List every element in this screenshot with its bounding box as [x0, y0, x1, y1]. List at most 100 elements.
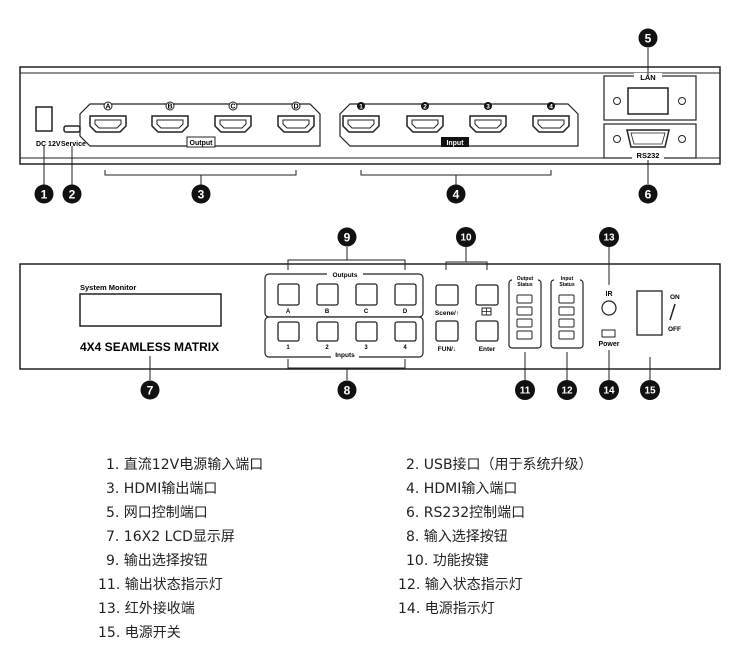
callout-7: 7	[147, 384, 154, 398]
output-button-label-b: B	[325, 309, 330, 315]
input-button-1[interactable]	[277, 321, 300, 342]
ir-receiver	[601, 300, 617, 316]
input-status-led	[558, 330, 575, 340]
output-button-d[interactable]	[394, 283, 417, 306]
output-group-label: Output	[190, 140, 214, 147]
system-monitor-label: System Monitor	[80, 283, 136, 292]
output-status-led	[516, 318, 533, 328]
callout-11: 11	[520, 386, 531, 397]
output-button-label-d: D	[403, 309, 408, 315]
usb-service-port[interactable]	[63, 125, 81, 133]
legend-item-3: 3. HDMI输出端口	[106, 481, 218, 497]
hdmi-input-port-4[interactable]	[532, 115, 570, 133]
input-button-3[interactable]	[355, 321, 378, 342]
callout-3: 3	[198, 188, 205, 202]
output-button-b[interactable]	[316, 283, 339, 306]
output-port-label-c: C	[230, 104, 235, 111]
service-label: Service	[61, 141, 86, 148]
legend-item-5: 5. 网口控制端口	[106, 505, 208, 521]
callout-14: 14	[603, 386, 615, 397]
legend-item-4: 4. HDMI输入端口	[406, 481, 518, 497]
hdmi-input-port-1[interactable]	[342, 115, 380, 133]
callout-10: 10	[460, 233, 472, 244]
lcd-display	[79, 293, 222, 327]
callout-13: 13	[603, 233, 615, 244]
rs232-port[interactable]	[626, 129, 670, 148]
legend-item-7: 7. 16X2 LCD显示屏	[106, 529, 235, 545]
legend-item-14: 14. 电源指示灯	[398, 601, 495, 617]
callout-5: 5	[645, 32, 652, 46]
enter-label: Enter	[479, 346, 496, 353]
power-indicator	[601, 329, 616, 338]
hdmi-output-port-b[interactable]	[151, 115, 189, 133]
input-status-label-line1: Input	[561, 276, 574, 282]
front-panel: System Monitor 4X4 SEAMLESS MATRIX Outpu…	[19, 263, 721, 370]
output-port-label-a: A	[105, 104, 110, 111]
rs232-label: RS232	[637, 151, 660, 160]
power-label: Power	[598, 341, 619, 348]
output-status-led	[516, 306, 533, 316]
output-button-label-c: C	[364, 309, 369, 315]
legend-item-9: 9. 输出选择按钮	[106, 553, 208, 569]
input-status-led	[558, 294, 575, 304]
off-label: OFF	[668, 326, 681, 333]
inputs-group-label: Inputs	[335, 352, 355, 359]
legend-item-2: 2. USB接口（用于系统升级）	[406, 457, 593, 473]
output-status-label-line1: Output	[517, 276, 534, 282]
front-leader-lines	[149, 247, 651, 380]
input-status-led	[558, 318, 575, 328]
fun-down-button[interactable]	[435, 320, 459, 342]
dc-power-jack[interactable]	[35, 106, 53, 132]
callout-12: 12	[561, 386, 573, 397]
input-button-label-1: 1	[286, 345, 290, 351]
hdmi-input-port-3[interactable]	[469, 115, 507, 133]
callout-4: 4	[453, 188, 460, 202]
legend-item-10: 10. 功能按键	[406, 553, 489, 569]
legend-item-13: 13. 红外接收端	[98, 601, 195, 617]
hdmi-input-port-2[interactable]	[406, 115, 444, 133]
output-port-label-d: D	[293, 104, 298, 111]
legend-item-11: 11. 输出状态指示灯	[98, 577, 223, 593]
input-port-label-3: 3	[486, 104, 490, 111]
input-status-led	[558, 306, 575, 316]
hdmi-output-port-d[interactable]	[277, 115, 315, 133]
lan-label: LAN	[640, 73, 655, 82]
input-button-label-4: 4	[403, 345, 407, 351]
outputs-group-label: Outputs	[333, 272, 358, 279]
fun-label: FUN/↓	[438, 346, 456, 353]
output-button-c[interactable]	[355, 283, 378, 306]
input-button-2[interactable]	[316, 321, 339, 342]
model-name: 4X4 SEAMLESS MATRIX	[80, 340, 219, 354]
callout-15: 15	[644, 386, 656, 397]
output-port-label-b: B	[167, 104, 172, 111]
enter-button[interactable]	[475, 320, 499, 342]
callout-2: 2	[69, 188, 76, 202]
output-button-label-a: A	[286, 309, 291, 315]
output-status-led	[516, 330, 533, 340]
input-port-label-4: 4	[549, 104, 553, 111]
hdmi-output-port-c[interactable]	[214, 115, 252, 133]
rear-leader-lines	[43, 48, 649, 186]
legend-item-12: 12. 输入状态指示灯	[398, 577, 523, 593]
input-port-label-1: 1	[359, 104, 363, 111]
callout-6: 6	[645, 188, 652, 202]
input-button-label-3: 3	[364, 345, 368, 351]
hdmi-output-port-a[interactable]	[89, 115, 127, 133]
dc-label: DC 12V	[36, 141, 61, 148]
output-status-label-line2: Status	[517, 282, 533, 288]
power-switch[interactable]	[636, 290, 663, 336]
ir-label: IR	[606, 291, 613, 298]
rear-panel: DC 12V Service A B C D Output 1 2 3 4 In…	[19, 66, 721, 165]
output-button-a[interactable]	[277, 283, 300, 306]
input-port-label-2: 2	[423, 104, 427, 111]
input-button-4[interactable]	[394, 321, 417, 342]
callout-1: 1	[41, 188, 48, 202]
input-group-label: Input	[446, 140, 464, 147]
lan-port[interactable]	[627, 87, 669, 115]
on-label: ON	[670, 294, 680, 301]
switch-rocker-icon	[669, 303, 676, 321]
legend-item-1: 1. 直流12V电源输入端口	[106, 457, 264, 473]
grid-button[interactable]	[475, 284, 499, 306]
scene-up-button[interactable]	[435, 284, 459, 306]
